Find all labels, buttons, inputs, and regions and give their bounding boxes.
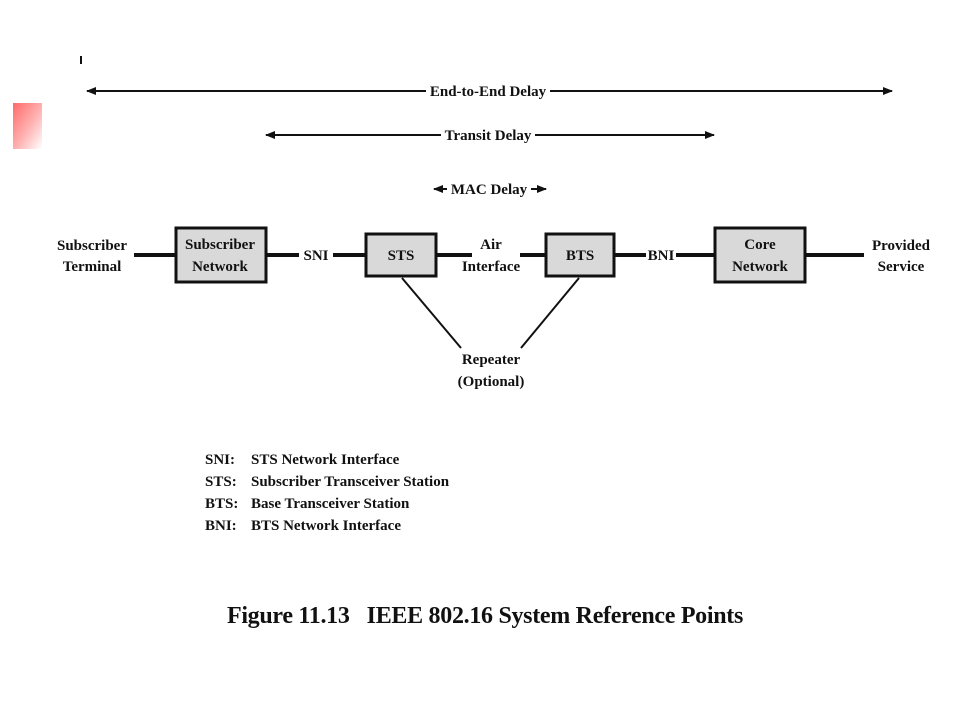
slide-accent-block — [13, 103, 42, 149]
subscriber-network-label-1: Subscriber — [185, 237, 255, 253]
subscriber-terminal-label-2: Terminal — [63, 259, 122, 275]
transit-delay-arrow: Transit Delay — [265, 128, 715, 144]
mac-delay-label: MAC Delay — [451, 182, 528, 198]
air-interface-label-2: Interface — [462, 259, 521, 275]
legend-row-sni: SNI: STS Network Interface — [205, 449, 449, 471]
end-to-end-delay-label: End-to-End Delay — [430, 84, 547, 100]
legend-row-bts: BTS: Base Transceiver Station — [205, 493, 449, 515]
transit-delay-label: Transit Delay — [445, 128, 532, 144]
end-to-end-delay-arrow: End-to-End Delay — [86, 84, 893, 100]
provided-service-label-2: Service — [878, 259, 925, 275]
legend-desc: Subscriber Transceiver Station — [251, 474, 450, 490]
legend-row-sts: STS: Subscriber Transceiver Station — [205, 471, 449, 493]
legend-abbr: SNI: — [205, 452, 236, 468]
figure-caption: Figure 11.13 IEEE 802.16 System Referenc… — [226, 603, 744, 629]
legend-row-bni: BNI: BTS Network Interface — [205, 515, 449, 537]
slide-tick-mark — [80, 56, 82, 64]
legend-abbr: STS: — [205, 474, 237, 490]
sts-box — [364, 232, 438, 278]
core-network-label-2: Network — [732, 259, 788, 275]
core-network-box — [713, 226, 807, 284]
legend-desc: STS Network Interface — [251, 452, 400, 468]
connector-sts-to-repeater — [401, 277, 462, 349]
subscriber-terminal-label-1: Subscriber — [57, 238, 127, 254]
sts-label: STS — [388, 248, 415, 264]
legend-abbr: BTS: — [205, 496, 239, 512]
air-interface-label-1: Air — [480, 237, 502, 253]
bts-box — [544, 232, 616, 278]
provided-service-label-1: Provided — [872, 238, 931, 254]
repeater-label-2: (Optional) — [458, 374, 525, 390]
connector-bts-to-repeater — [520, 277, 580, 349]
legend-abbr: BNI: — [205, 518, 237, 534]
sni-label: SNI — [303, 248, 328, 264]
subscriber-network-box — [174, 226, 268, 284]
repeater-label-1: Repeater — [462, 352, 521, 368]
mac-delay-arrow: MAC Delay — [433, 182, 547, 198]
abbreviation-legend: SNI: STS Network Interface STS: Subscrib… — [205, 449, 449, 537]
repeater-lines — [401, 277, 580, 349]
subscriber-network-label-2: Network — [192, 259, 248, 275]
bts-label: BTS — [566, 248, 594, 264]
core-network-label-1: Core — [744, 237, 776, 253]
legend-desc: BTS Network Interface — [251, 518, 401, 534]
legend-desc: Base Transceiver Station — [251, 496, 410, 512]
bni-label: BNI — [648, 248, 675, 264]
